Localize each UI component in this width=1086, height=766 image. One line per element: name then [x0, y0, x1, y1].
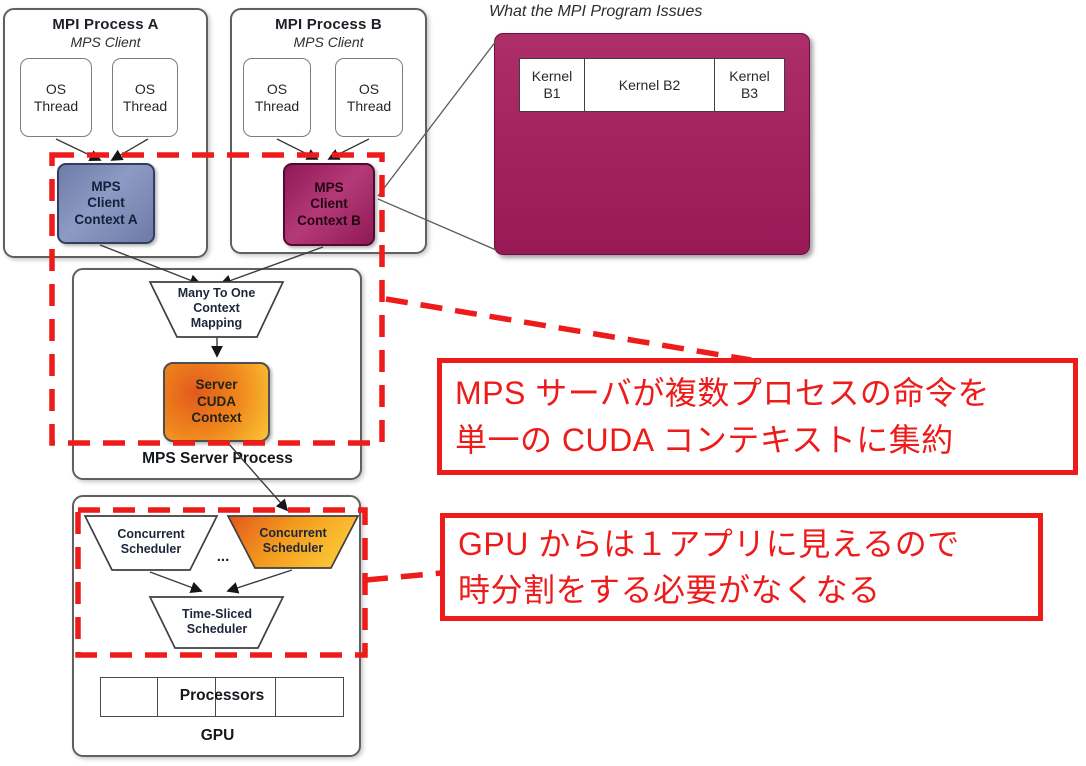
processor-cell-4: [275, 677, 344, 717]
context-b-line1: MPS: [314, 180, 344, 196]
processor-cell-3: [215, 677, 277, 717]
os-thread-box-b1: OS Thread: [243, 58, 311, 137]
server-cuda-line2: CUDA: [197, 393, 236, 409]
callout-box-gpu-view: GPU からは１アプリに見えるので 時分割をする必要がなくなる: [440, 513, 1043, 621]
process-b-title: MPI Process B: [275, 16, 382, 33]
os-thread-box-a2: OS Thread: [112, 58, 178, 137]
callout1-line1: MPS サーバが複数プロセスの命令を: [455, 375, 990, 412]
os-thread-box-a1: OS Thread: [20, 58, 92, 137]
highlight-connector-1: [385, 296, 752, 363]
mps-client-context-a-box: MPS Client Context A: [57, 163, 155, 244]
processor-cell-1: [100, 677, 158, 717]
mps-server-process-label: MPS Server Process: [142, 450, 293, 467]
os-thread-b1-line2: Thread: [254, 97, 300, 114]
os-thread-b1-line1: OS: [266, 81, 288, 98]
processors-label: Processors: [179, 687, 265, 704]
callout2-line2: 時分割をする必要がなくなる: [458, 572, 881, 608]
highlight-connector-2: [365, 570, 442, 583]
callout2-line1: GPU からは１アプリに見えるので: [458, 525, 960, 562]
kernel-b1-line2: B1: [543, 85, 561, 101]
os-thread-a1-line1: OS: [45, 81, 67, 98]
mps-client-context-b-box: MPS Client Context B: [283, 163, 375, 246]
kernel-b1-cell: Kernel B1: [519, 58, 585, 112]
process-a-subtitle: MPS Client: [70, 34, 141, 50]
context-a-line1: MPS: [91, 179, 121, 195]
gpu-box: [72, 495, 361, 757]
server-cuda-line3: Context: [191, 410, 242, 426]
kernel-b1-line1: Kernel: [531, 68, 573, 85]
os-thread-a2-line1: OS: [134, 81, 156, 98]
kernel-b3-line2: B3: [740, 85, 759, 101]
context-b-line3: Context B: [297, 212, 361, 228]
process-b-subtitle: MPS Client: [293, 34, 364, 50]
kernel-b2-label: Kernel B2: [618, 76, 681, 93]
gpu-label: GPU: [200, 727, 235, 744]
callout-box-mps-server: MPS サーバが複数プロセスの命令を 単一の CUDA コンテキストに集約: [437, 358, 1078, 475]
processor-cell-2: [156, 677, 217, 717]
os-thread-b2-line1: OS: [358, 81, 380, 98]
os-thread-box-b2: OS Thread: [335, 58, 403, 137]
kernel-b2-cell: Kernel B2: [584, 58, 715, 112]
os-thread-b2-line2: Thread: [346, 97, 392, 114]
os-thread-a1-line2: Thread: [33, 97, 79, 114]
server-cuda-context-box: Server CUDA Context: [163, 362, 270, 442]
callout1-line2: 単一の CUDA コンテキストに集約: [455, 421, 954, 458]
os-thread-a2-line2: Thread: [122, 97, 168, 114]
mpi-program-issues-label: What the MPI Program Issues: [489, 3, 703, 20]
context-b-line2: Client: [310, 196, 348, 212]
process-a-title: MPI Process A: [52, 16, 159, 33]
context-a-line2: Client: [87, 195, 125, 211]
kernel-b3-cell: Kernel B3: [714, 58, 785, 112]
kernel-b3-line1: Kernel: [729, 68, 770, 85]
server-cuda-line1: Server: [195, 376, 238, 392]
context-a-line3: Context A: [74, 211, 138, 227]
ellipsis-schedulers: ...: [216, 548, 230, 565]
